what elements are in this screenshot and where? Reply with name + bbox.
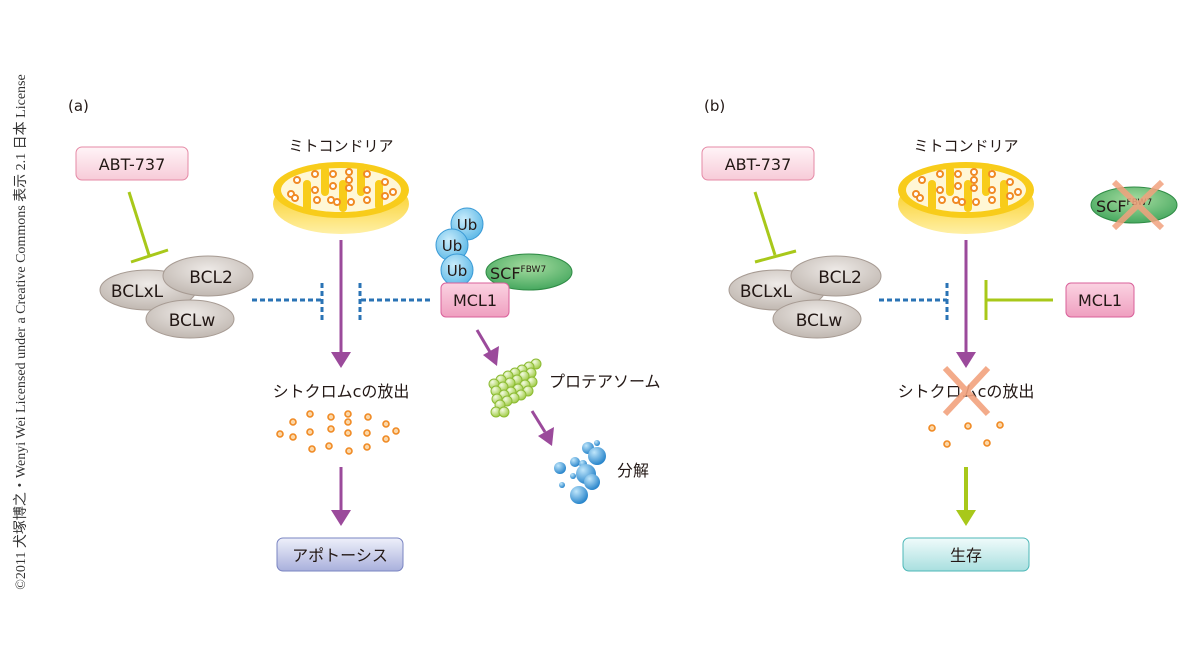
panel-b-drug-box: ABT-737 xyxy=(701,146,815,181)
panel-a-proteasome-arrow xyxy=(475,329,499,366)
panel-b: (b) ABT-737 BCLxL BCL2 BCLw ミトコンドリア xyxy=(701,97,1178,572)
panel-a-cytc-release-label: シトクロムcの放出 xyxy=(273,382,410,401)
panel-b-mcl1-box: MCL1 xyxy=(1065,282,1135,318)
panel-a-mcl1-dashed-inhibition xyxy=(358,283,430,322)
panel-b-mitochondria-label: ミトコンドリア xyxy=(913,137,1018,155)
panel-b-outcome-box: 生存 xyxy=(902,537,1030,572)
degradation-label: 分解 xyxy=(617,461,649,480)
bclxl-label: BCLxL xyxy=(111,282,164,302)
panel-a-bcl-dashed-inhibition xyxy=(252,283,324,322)
bcl2-label: BCL2 xyxy=(818,268,862,288)
panel-b-release-arrow xyxy=(956,240,976,368)
panel-a-ubiquitin-chain: Ub Ub Ub xyxy=(435,207,484,287)
bcl2-protein xyxy=(790,255,882,297)
panel-a-scf-complex: SCFFBW7 xyxy=(485,253,573,291)
panel-a-apoptosis-arrow xyxy=(331,467,351,526)
bclw-label: BCLw xyxy=(796,311,843,331)
panel-b-label: (b) xyxy=(704,97,725,115)
scf-inactivated-cross-icon xyxy=(1111,179,1165,231)
panel-a-scf-label: SCFFBW7 xyxy=(490,264,546,283)
panel-a-mcl1-label: MCL1 xyxy=(453,291,497,310)
ub-label: Ub xyxy=(447,262,468,280)
panel-b-mcl1-inhibition xyxy=(984,280,1053,320)
panel-a-release-arrow xyxy=(331,240,351,368)
panel-a: (a) ABT-737 BCLxL BCL2 BCLw xyxy=(68,97,661,572)
panel-b-scf-complex: SCFFBW7 xyxy=(1090,179,1178,231)
panel-b-bcl-dashed-inhibition xyxy=(879,283,949,322)
panel-a-degradation-arrow xyxy=(530,410,554,446)
panel-a-mitochondria-icon xyxy=(272,161,410,235)
panel-a-drug-label: ABT-737 xyxy=(99,155,166,174)
panel-b-survival-arrow xyxy=(956,467,976,526)
panel-a-cytc-dots xyxy=(276,410,400,455)
bcl2-label: BCL2 xyxy=(189,268,233,288)
panel-b-drug-inhibition xyxy=(753,191,797,264)
panel-b-bcl-cluster: BCLxL BCL2 BCLw xyxy=(728,255,882,339)
proteasome-icon xyxy=(488,358,542,418)
panel-b-release-blocked-cross-icon xyxy=(942,365,991,417)
ub-label: Ub xyxy=(457,216,478,234)
panel-a-outcome-label: アポトーシス xyxy=(292,546,388,565)
ub-label: Ub xyxy=(442,237,463,255)
panel-a-mitochondria-label: ミトコンドリア xyxy=(288,137,393,155)
bclw-protein xyxy=(145,299,235,339)
bclw-protein xyxy=(772,299,862,339)
panel-b-mitochondria-icon xyxy=(897,161,1035,235)
panel-b-mcl1-label: MCL1 xyxy=(1078,291,1122,310)
proteasome-label: プロテアソーム xyxy=(549,372,661,391)
panel-a-drug-inhibition xyxy=(127,191,169,264)
bcl2-protein xyxy=(162,255,254,297)
panel-b-outcome-label: 生存 xyxy=(950,546,982,565)
panel-a-bcl-cluster: BCLxL BCL2 BCLw xyxy=(99,255,254,339)
bclw-label: BCLw xyxy=(169,311,216,331)
degraded-fragments-icon xyxy=(554,440,606,504)
bclxl-label: BCLxL xyxy=(740,282,793,302)
panel-a-outcome-box: アポトーシス xyxy=(276,537,404,572)
panel-b-drug-label: ABT-737 xyxy=(725,155,792,174)
panel-a-mcl1-box: MCL1 xyxy=(440,282,510,318)
panel-b-cytc-dots xyxy=(928,421,1004,448)
panel-a-drug-box: ABT-737 xyxy=(75,146,189,181)
panel-a-label: (a) xyxy=(68,97,89,115)
